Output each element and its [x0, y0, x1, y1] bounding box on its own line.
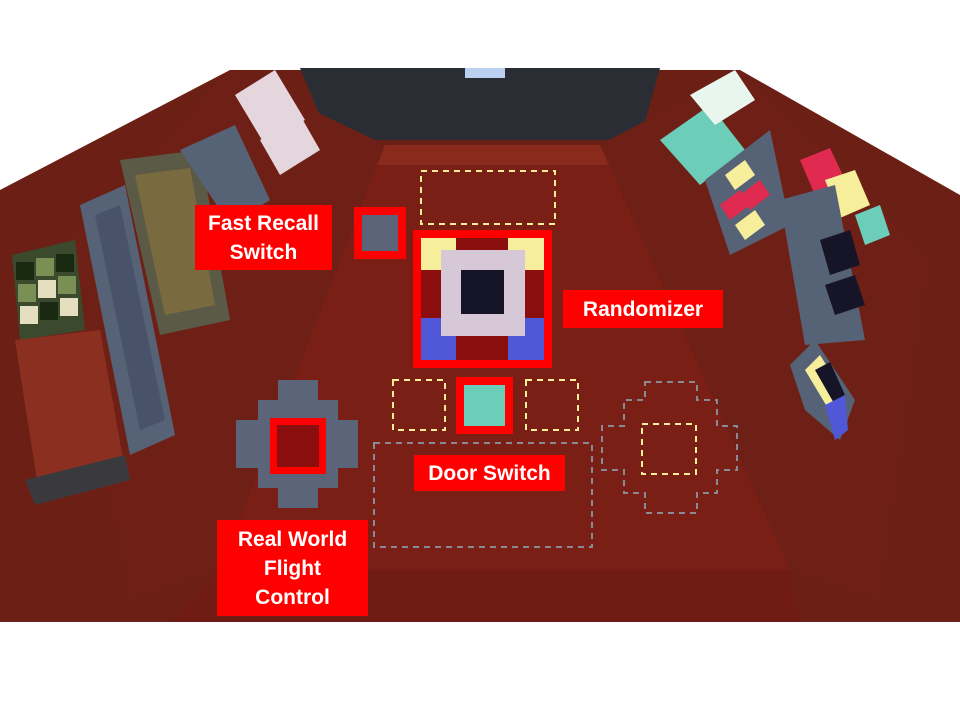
floor-edge	[375, 145, 610, 165]
fast-recall-switch[interactable]	[354, 207, 406, 259]
real-world-flight-control-label: Real World Flight Control	[217, 520, 368, 616]
ceiling-console	[300, 68, 660, 140]
door-switch-label: Door Switch	[414, 455, 565, 491]
randomizer-button[interactable]	[461, 270, 504, 314]
fast-recall-label: Fast Recall Switch	[195, 205, 332, 270]
randomizer[interactable]	[413, 230, 552, 368]
randomizer-label: Randomizer	[563, 290, 723, 328]
door-switch[interactable]	[456, 377, 513, 434]
flight-control-center[interactable]	[277, 425, 319, 467]
ceiling-light	[465, 68, 505, 78]
